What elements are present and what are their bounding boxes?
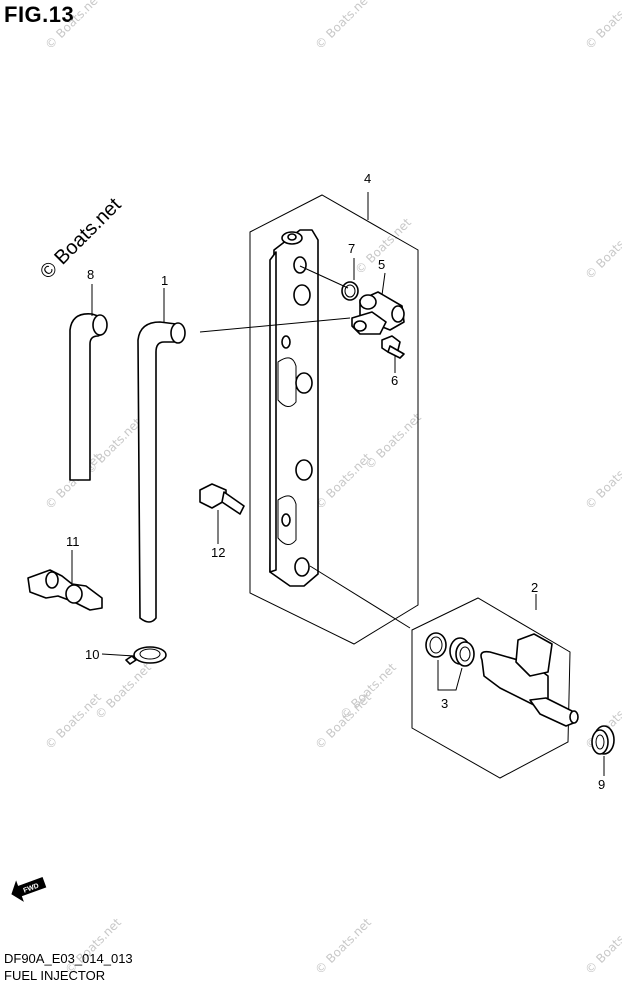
injector-cap-9 bbox=[591, 725, 615, 755]
watermark-tiles: © Boats.net © Boats.net © Boats.net © Bo… bbox=[42, 0, 622, 977]
leader-lines bbox=[71, 192, 605, 776]
watermark-tile: © Boats.net bbox=[337, 660, 399, 722]
drawing-code: DF90A_E03_014_013 bbox=[4, 951, 133, 966]
hose-clip-11 bbox=[27, 569, 103, 611]
callout-7: 7 bbox=[348, 241, 355, 256]
watermark-tile: © Boats.net bbox=[312, 0, 374, 52]
watermark-tile: © Boats.net bbox=[42, 690, 104, 752]
fuel-pipe-fitting-5 bbox=[351, 291, 405, 335]
watermark-tile: © Boats.net bbox=[582, 220, 622, 282]
watermark-tile: © Boats.net bbox=[582, 0, 622, 52]
watermark-tile: © Boats.net bbox=[312, 915, 374, 977]
watermark-tile: © Boats.net bbox=[582, 915, 622, 977]
callout-8: 8 bbox=[87, 267, 94, 282]
callout-6: 6 bbox=[391, 373, 398, 388]
watermark-tile: © Boats.net bbox=[582, 450, 622, 512]
fuel-delivery-pipe bbox=[269, 229, 319, 587]
hose-clamp-10 bbox=[125, 646, 167, 665]
watermark-main: © Boats.net bbox=[36, 194, 126, 284]
watermark-tile: © Boats.net bbox=[82, 415, 144, 477]
callout-12: 12 bbox=[211, 545, 225, 560]
watermark-tile: © Boats.net bbox=[42, 0, 104, 52]
fwd-arrow-icon: FWD bbox=[11, 877, 47, 902]
callout-5: 5 bbox=[378, 257, 385, 272]
callout-2: 2 bbox=[531, 580, 538, 595]
callout-9: 9 bbox=[598, 777, 605, 792]
fuel-injector-2 bbox=[480, 633, 579, 727]
group-box-4 bbox=[249, 194, 419, 645]
callout-10: 10 bbox=[85, 647, 99, 662]
callout-bracket-3 bbox=[437, 660, 463, 691]
seal-3b bbox=[449, 637, 475, 667]
bolt-12 bbox=[199, 483, 245, 515]
fuel-hose-1 bbox=[137, 321, 186, 623]
callout-11: 11 bbox=[66, 534, 80, 549]
callout-1: 1 bbox=[161, 273, 168, 288]
o-ring-7 bbox=[341, 281, 359, 301]
bolt-6 bbox=[381, 335, 405, 359]
callout-3: 3 bbox=[441, 696, 448, 711]
figure-caption: FUEL INJECTOR bbox=[4, 968, 106, 983]
group-box-2 bbox=[411, 597, 571, 779]
o-ring-3a bbox=[425, 632, 447, 658]
figure-title: FIG.13 bbox=[4, 2, 75, 27]
callout-4: 4 bbox=[364, 171, 371, 186]
watermark-tile: © Boats.net bbox=[92, 660, 154, 722]
watermark-tile: © Boats.net bbox=[362, 410, 424, 472]
